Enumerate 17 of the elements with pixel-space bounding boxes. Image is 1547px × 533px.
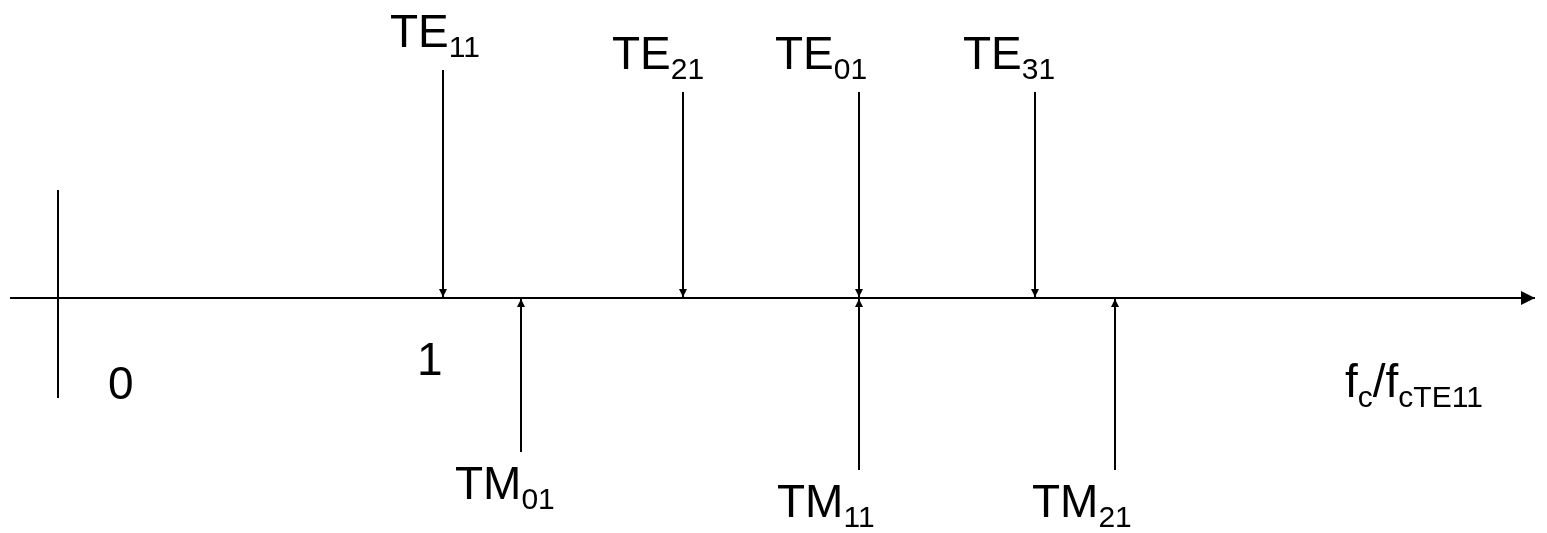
mode-label: TM$_{01}$	[455, 460, 555, 514]
arrow	[1031, 91, 1039, 298]
arrow	[679, 91, 687, 298]
tick-label: 1	[417, 336, 443, 382]
arrow	[855, 91, 863, 298]
mode-label: TM$_{11}$	[777, 478, 875, 532]
mode-label: TM$_{21}$	[1032, 478, 1132, 532]
mode-label: TE$_{11}$	[390, 8, 480, 62]
mode-label: TE$_{01}$	[775, 30, 868, 84]
mode-label: TE$_{31}$	[963, 30, 1056, 84]
arrow	[855, 298, 863, 471]
mode-label: TE$_{21}$	[612, 30, 705, 84]
arrow	[1111, 298, 1119, 471]
arrow	[439, 69, 447, 298]
axis-label: f$_{c}$/f$_{cTE11}$	[1345, 358, 1483, 412]
arrow	[517, 298, 525, 453]
tick-label: 0	[108, 360, 134, 406]
